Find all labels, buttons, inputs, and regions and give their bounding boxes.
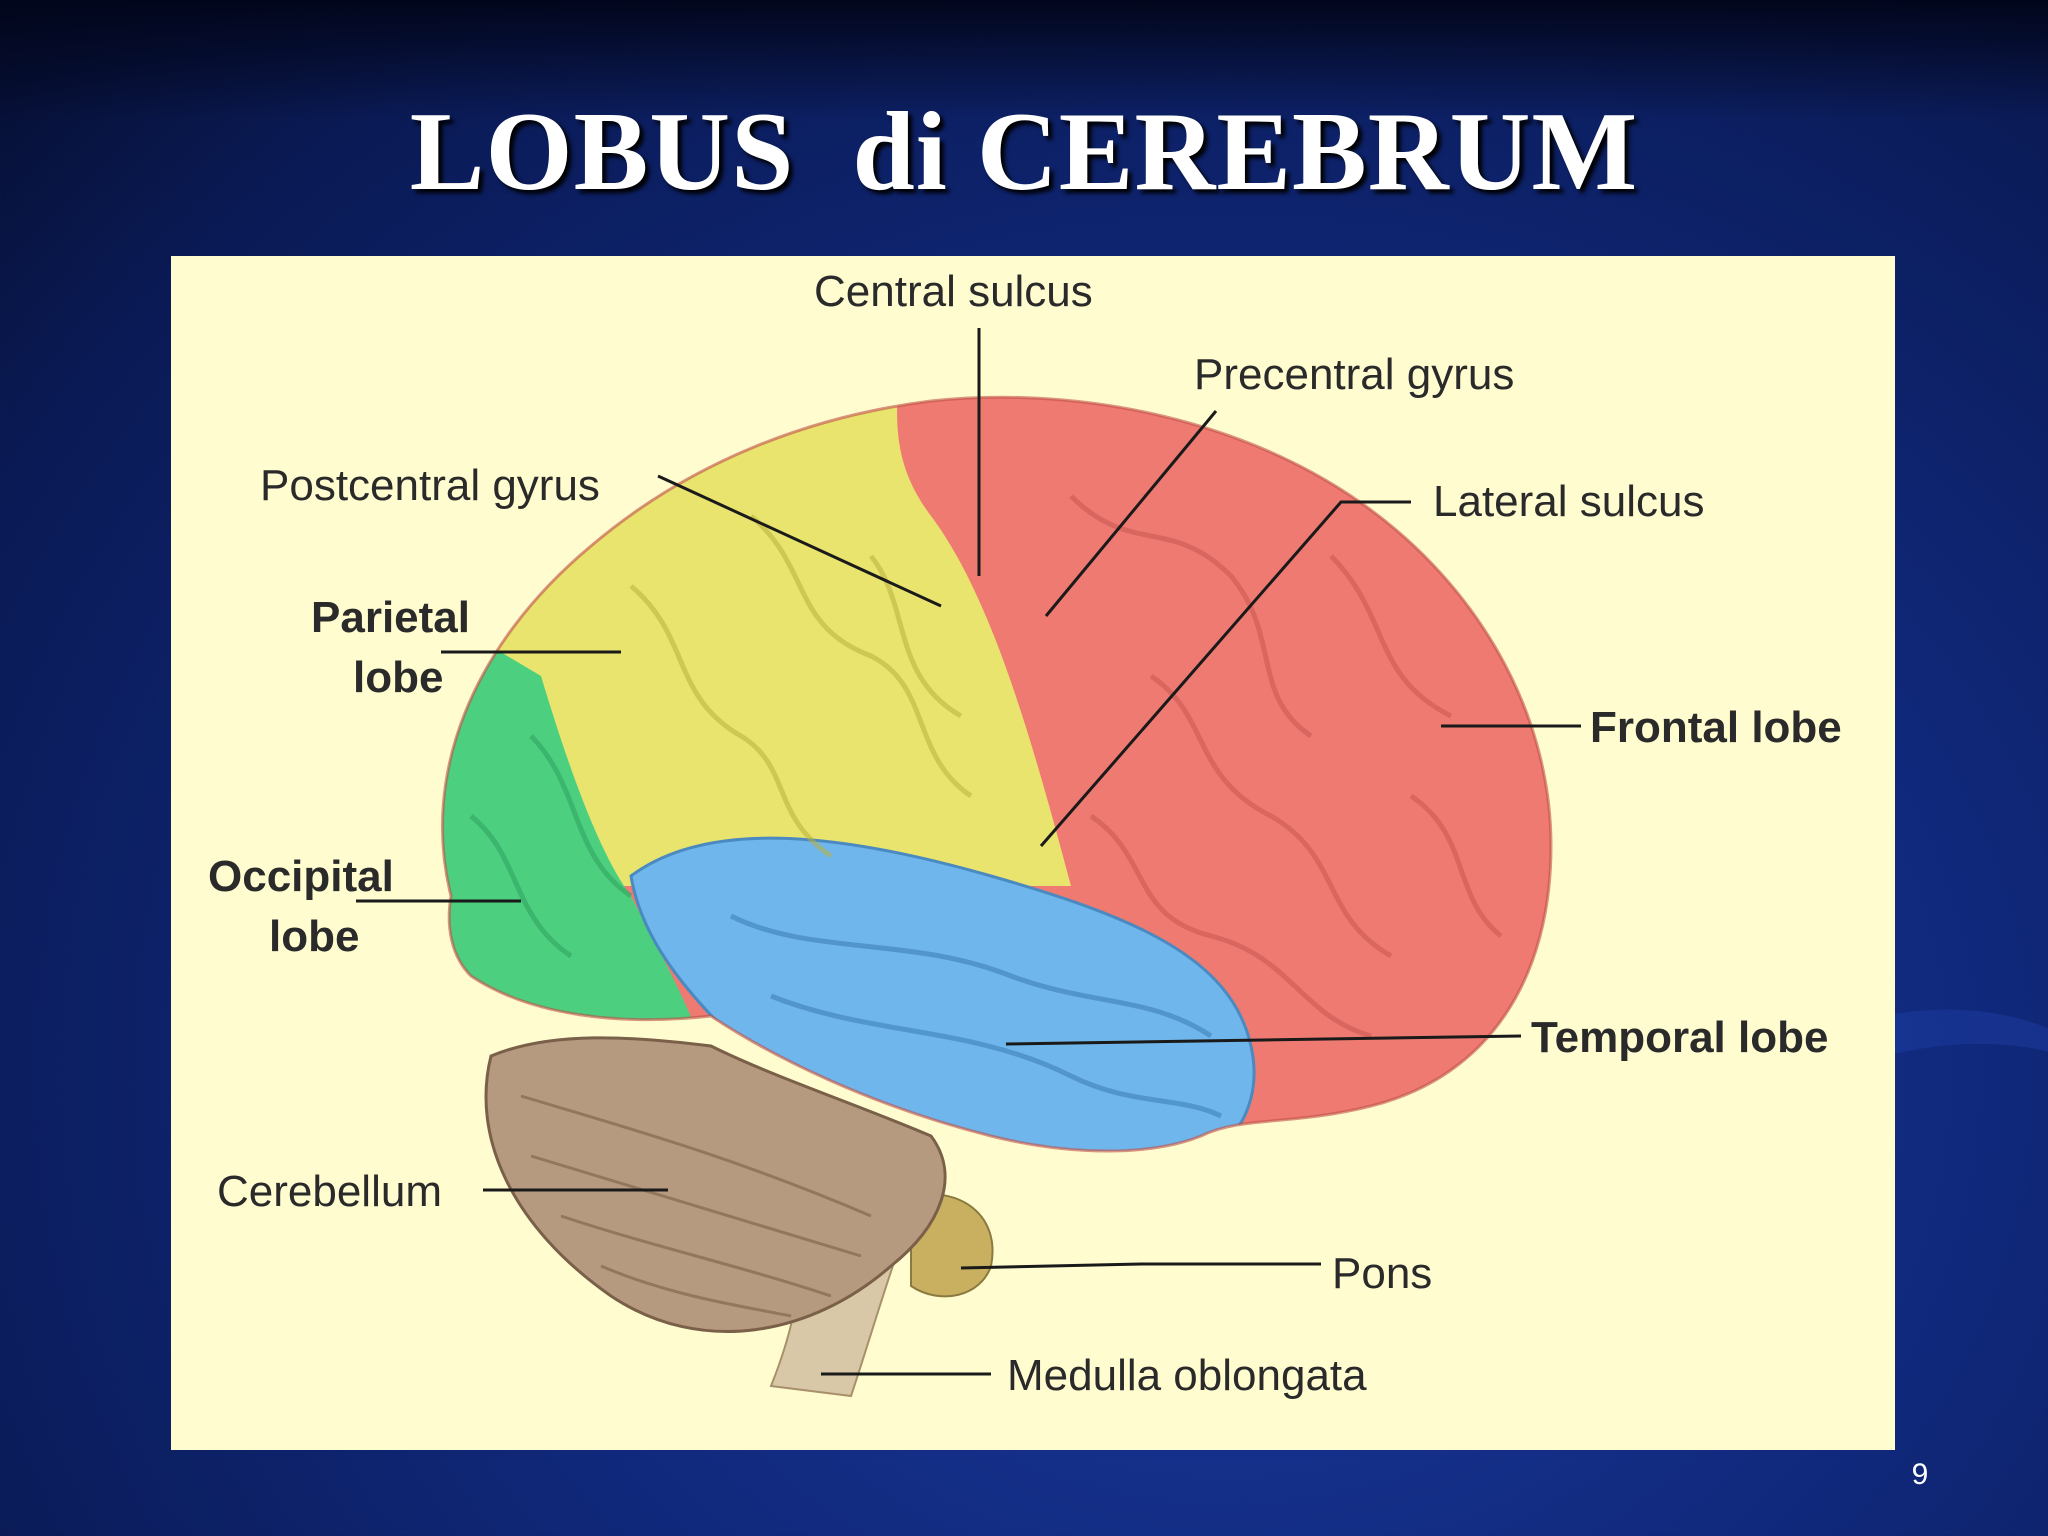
frontal-gyri (1069, 494, 1503, 1039)
slide-title: LOBUS di CEREBRUM (409, 90, 1639, 214)
occipital-gyri (469, 734, 633, 959)
label-precentral-gyrus: Precentral gyrus (1194, 350, 1514, 399)
label-cerebellum: Cerebellum (217, 1167, 442, 1216)
label-occipital-lobe-line1: Occipital (208, 852, 394, 901)
label-parietal-lobe-line2: lobe (353, 653, 443, 702)
label-frontal-lobe: Frontal lobe (1590, 703, 1842, 752)
brain-diagram-panel: Central sulcus Precentral gyrus Postcent… (171, 256, 1895, 1450)
cerebellum-region (484, 1036, 947, 1333)
cerebellum-folia (520, 1094, 872, 1318)
pons-line (960, 1262, 1321, 1270)
precentral-gyrus-line (1044, 410, 1218, 617)
label-medulla-oblongata: Medulla oblongata (1007, 1351, 1367, 1400)
cerebrum (442, 397, 1552, 1151)
occipital-lobe-region (442, 456, 731, 1151)
parietal-gyri (629, 514, 973, 859)
top-band (0, 0, 2048, 120)
label-pons: Pons (1332, 1249, 1432, 1298)
label-temporal-lobe: Temporal lobe (1531, 1013, 1828, 1062)
temporal-gyri (729, 913, 1223, 1119)
label-lateral-sulcus: Lateral sulcus (1433, 477, 1704, 526)
label-postcentral-gyrus: Postcentral gyrus (260, 461, 600, 510)
postcentral-gyrus-line (657, 474, 942, 608)
leader-lines (356, 328, 1581, 1376)
label-central-sulcus: Central sulcus (814, 267, 1093, 316)
label-parietal-lobe-line1: Parietal (311, 593, 470, 642)
label-occipital-lobe-line2: lobe (269, 912, 359, 961)
lateral-sulcus-line (1039, 500, 1411, 847)
page-number: 9 (1911, 1458, 1929, 1491)
parietal-lobe-region (442, 397, 1071, 886)
cerebrum-outline (440, 395, 1553, 1153)
temporal-lobe-line (1005, 1034, 1522, 1046)
brain-diagram: Central sulcus Precentral gyrus Postcent… (208, 267, 1842, 1400)
